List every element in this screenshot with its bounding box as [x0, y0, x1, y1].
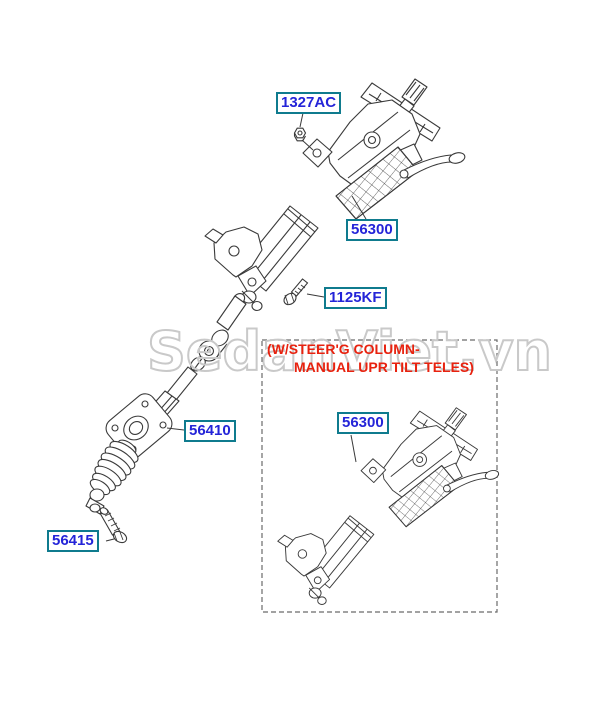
inset-note-line1: (W/STEER'G COLUMN-: [267, 341, 420, 357]
inset-note-line2: MANUAL UPR TILT TELES): [294, 359, 474, 375]
callout-leader-lines: [105, 112, 367, 542]
intermediate-shaft-drawing: [85, 293, 247, 515]
callout-56410[interactable]: 56410: [184, 420, 236, 442]
nut-1327ac-drawing: [293, 127, 307, 142]
bolt-56415-drawing: [99, 507, 128, 544]
callout-56415[interactable]: 56415: [47, 530, 99, 552]
callout-1327ac[interactable]: 1327AC: [276, 92, 342, 114]
callout-1125kf[interactable]: 1125KF: [324, 287, 387, 309]
callout-56300-inset[interactable]: 56300: [337, 412, 389, 434]
callout-56300-main[interactable]: 56300: [346, 219, 398, 241]
inset-column-assembly-drawing: [277, 407, 501, 605]
bolt-1125kf-drawing: [283, 278, 309, 306]
